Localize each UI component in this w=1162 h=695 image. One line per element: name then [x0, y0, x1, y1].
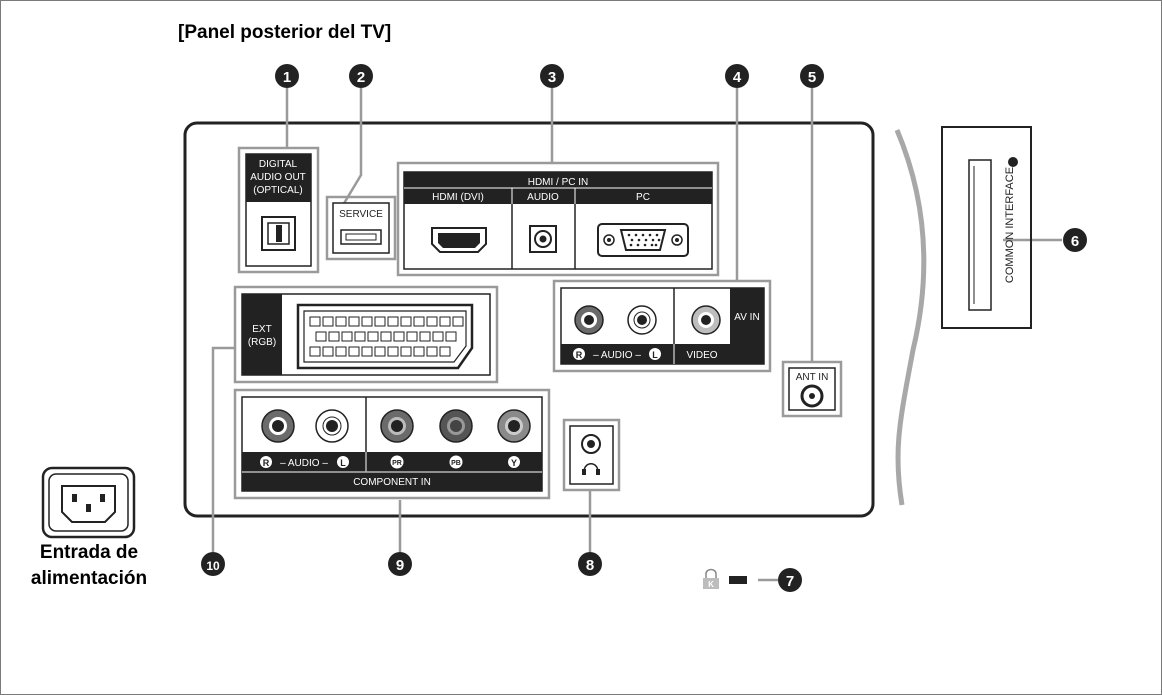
- power-inlet: [41, 466, 136, 539]
- svg-text:4: 4: [733, 69, 742, 86]
- av-l-badge: L: [652, 350, 658, 360]
- callout-6: 6: [1063, 228, 1087, 252]
- callout-4: 4: [725, 64, 749, 88]
- svg-text:6: 6: [1071, 233, 1079, 250]
- svg-text:9: 9: [396, 557, 404, 574]
- component-audio-r-jack: [261, 409, 295, 443]
- callout-7: 7: [778, 568, 802, 592]
- svg-text:5: 5: [808, 69, 816, 86]
- av-audio-l-jack: [627, 305, 657, 335]
- tv-panel-outline: [183, 121, 875, 518]
- av-audio-r-jack: [574, 305, 604, 335]
- common-interface-slot: COMMON INTERFACE: [941, 126, 1032, 329]
- service-label: SERVICE: [339, 209, 383, 220]
- av-r-badge: R: [576, 350, 583, 360]
- component-audio-label: – AUDIO –: [280, 458, 328, 469]
- audio-jack-icon: [529, 225, 557, 253]
- component-pb-badge: PB: [451, 460, 461, 467]
- side-curve: [894, 129, 927, 506]
- callout-5: 5: [800, 64, 824, 88]
- ant-in-label: ANT IN: [796, 372, 829, 383]
- av-video-label: VIDEO: [686, 350, 717, 361]
- component-y-jack: [497, 409, 531, 443]
- callout-9: 9: [388, 552, 412, 576]
- panel-title: [Panel posterior del TV]: [178, 22, 392, 43]
- component-pr-jack: [380, 409, 414, 443]
- callouts: 1 2 3 4 5 6 7 8 9 10: [201, 64, 1087, 592]
- digital-audio-out-port: DIGITAL AUDIO OUT (OPTICAL): [237, 146, 320, 274]
- av-in-label: AV IN: [734, 312, 759, 323]
- callout-1: 1: [275, 64, 299, 88]
- svg-text:2: 2: [357, 69, 365, 86]
- callout-8: 8: [578, 552, 602, 576]
- callout-10: 10: [201, 552, 225, 576]
- power-caption-line2: alimentación: [30, 568, 148, 589]
- digital-label-line1: DIGITAL: [259, 159, 298, 170]
- component-in-group: R – AUDIO – L PR PB Y COMPONENT IN: [233, 388, 551, 500]
- svg-text:8: 8: [586, 557, 594, 574]
- hdmi-group-label: HDMI / PC IN: [528, 177, 589, 188]
- ext-rgb-scart-port: EXT (RGB): [233, 285, 499, 384]
- component-y-badge: Y: [511, 458, 517, 468]
- lock-icon: K: [703, 568, 719, 589]
- component-in-label: COMPONENT IN: [353, 477, 431, 488]
- av-in-group: AV IN R – AUDIO – L VIDEO: [552, 279, 772, 373]
- hdmi-connector-icon: [431, 227, 487, 253]
- component-audio-l-jack: [315, 409, 349, 443]
- hdmi-audio-label: AUDIO: [527, 192, 559, 203]
- av-audio-label: – AUDIO –: [593, 350, 641, 361]
- headphone-port: [562, 418, 621, 492]
- digital-label-line3: (OPTICAL): [253, 185, 302, 196]
- callout-3: 3: [540, 64, 564, 88]
- component-r-badge: R: [263, 458, 270, 468]
- service-port: SERVICE: [325, 195, 397, 261]
- component-pr-badge: PR: [392, 460, 402, 467]
- ext-label-line2: (RGB): [248, 337, 276, 348]
- vga-connector-icon: [597, 223, 689, 257]
- kensington-slot: [729, 576, 747, 584]
- digital-label-line2: AUDIO OUT: [250, 172, 306, 183]
- hdmi-pc-in-group: HDMI / PC IN HDMI (DVI) AUDIO PC: [396, 161, 720, 277]
- pc-label: PC: [636, 192, 650, 203]
- power-caption: Entrada de alimentación: [26, 540, 152, 592]
- headphones-icon: [582, 463, 600, 475]
- component-pb-jack: [439, 409, 473, 443]
- hdmi-dvi-label: HDMI (DVI): [432, 192, 484, 203]
- ant-in-port: ANT IN: [781, 360, 843, 418]
- power-caption-line1: Entrada de: [39, 542, 139, 563]
- svg-text:3: 3: [548, 69, 556, 86]
- svg-text:1: 1: [283, 69, 291, 86]
- ext-label-line1: EXT: [252, 324, 271, 335]
- callout-lines: [211, 88, 1062, 582]
- callout-2: 2: [349, 64, 373, 88]
- component-l-badge: L: [340, 458, 346, 468]
- svg-text:10: 10: [206, 559, 220, 573]
- kensington-lock: K: [703, 568, 747, 589]
- svg-text:7: 7: [786, 573, 794, 590]
- av-video-jack: [691, 305, 721, 335]
- common-interface-label: COMMON INTERFACE: [1004, 167, 1016, 283]
- lock-k-letter: K: [708, 580, 714, 589]
